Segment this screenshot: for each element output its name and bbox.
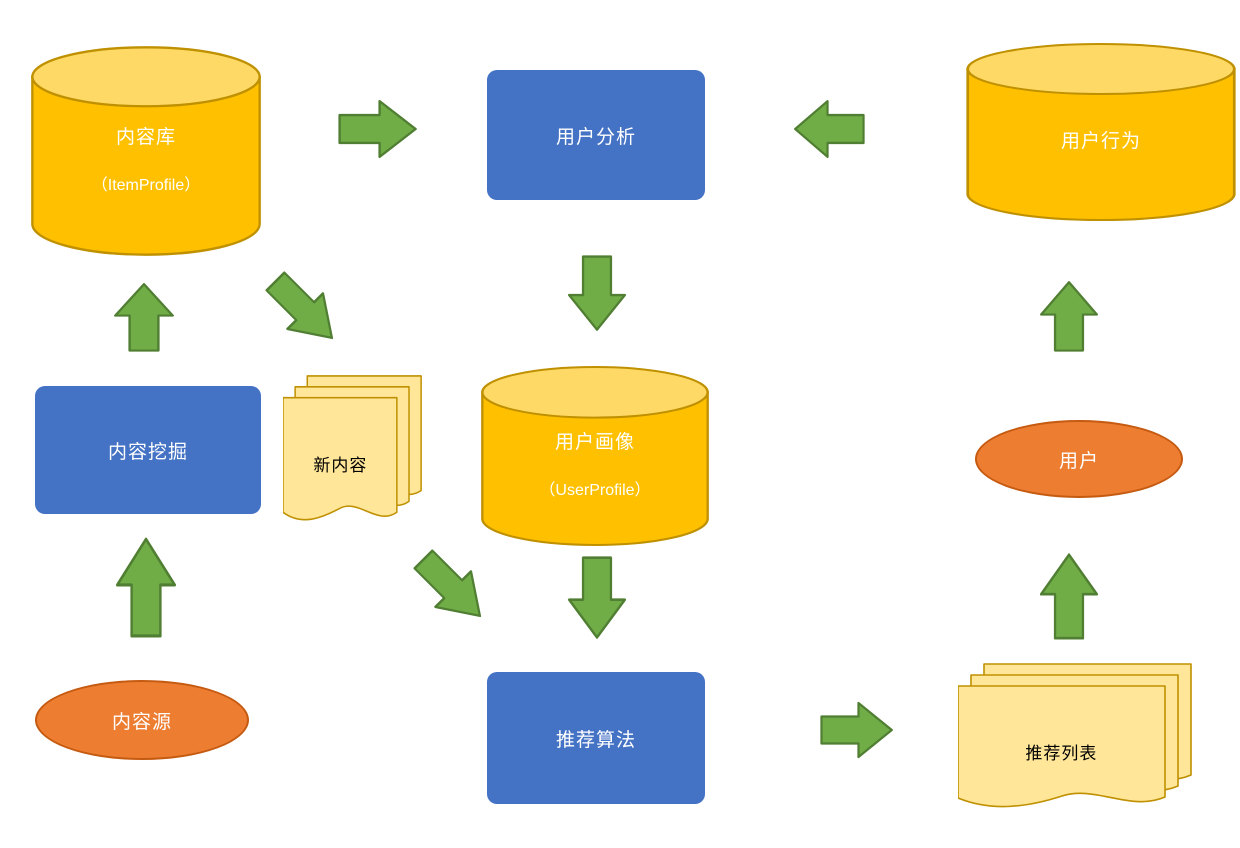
node-recommend-algorithm-label: 推荐算法 [555,729,636,751]
node-user-behavior-db-text: 用户行为 [965,42,1237,222]
node-user-behavior-db-label: 用户行为 [1060,130,1141,152]
node-recommend-list: 推荐列表 [958,662,1193,817]
node-user-analysis-label: 用户分析 [555,126,636,148]
arrow-recommend-list-to-user [1038,552,1100,640]
up-arrow-icon [116,537,176,638]
node-user-profile-db-text: 用户画像 （UserProfile） [480,365,710,547]
node-recommend-algorithm: 推荐算法 [487,672,705,804]
node-recommend-list-label: 推荐列表 [1025,743,1098,763]
arrow-user-profile-to-recommend-algorithm [566,556,628,640]
document-stack-icon [958,663,1192,808]
up-arrow-icon [1039,281,1099,352]
node-content-source-label: 内容源 [111,711,172,733]
node-user-profile-db: 用户画像 （UserProfile） [480,365,710,547]
arrow-content-source-to-content-mining [114,536,178,638]
node-user-analysis: 用户分析 [487,70,705,200]
arrow-user-analysis-to-user-profile [566,255,628,332]
down-right-arrow-icon [265,271,334,340]
down-right-arrow-icon [413,549,482,618]
node-content-source: 内容源 [35,680,249,760]
right-arrow-icon [338,99,417,159]
left-arrow-icon [794,99,865,159]
node-content-mining-label: 内容挖掘 [107,441,188,463]
node-user-profile-db-sublabel: （UserProfile） [539,481,651,499]
node-content-mining: 内容挖掘 [35,386,261,514]
up-arrow-icon [1039,553,1099,640]
node-new-content-label: 新内容 [313,455,368,475]
database-cylinder-icon [31,46,261,256]
node-user-behavior-db: 用户行为 [965,42,1237,222]
node-content-db-text: 内容库 （ItemProfile） [30,45,262,257]
node-user-profile-db-label: 用户画像 [554,431,635,453]
node-content-db-sublabel: （ItemProfile） [91,176,201,194]
node-user-label: 用户 [1058,450,1099,472]
arrow-recommend-algorithm-to-recommend-list [820,700,894,760]
document-stack-icon [283,375,422,521]
down-arrow-icon [567,255,627,331]
arrow-user-behavior-to-user-analysis [793,98,865,160]
arrow-content-mining-to-content-db [112,282,176,352]
node-user: 用户 [975,420,1183,498]
arrow-user-to-user-behavior [1038,280,1100,352]
node-new-content: 新内容 [283,374,423,532]
database-cylinder-icon [481,366,709,546]
right-arrow-icon [820,701,893,759]
arrow-new-content-to-recommend-algorithm [403,539,502,638]
arrow-content-db-to-new-content [255,261,354,360]
database-cylinder-icon [966,43,1236,221]
down-arrow-icon [567,556,627,639]
node-content-db: 内容库 （ItemProfile） [30,45,262,257]
up-arrow-icon [114,283,174,352]
arrow-content-db-to-user-analysis [338,98,418,160]
node-content-db-label: 内容库 [115,126,176,148]
